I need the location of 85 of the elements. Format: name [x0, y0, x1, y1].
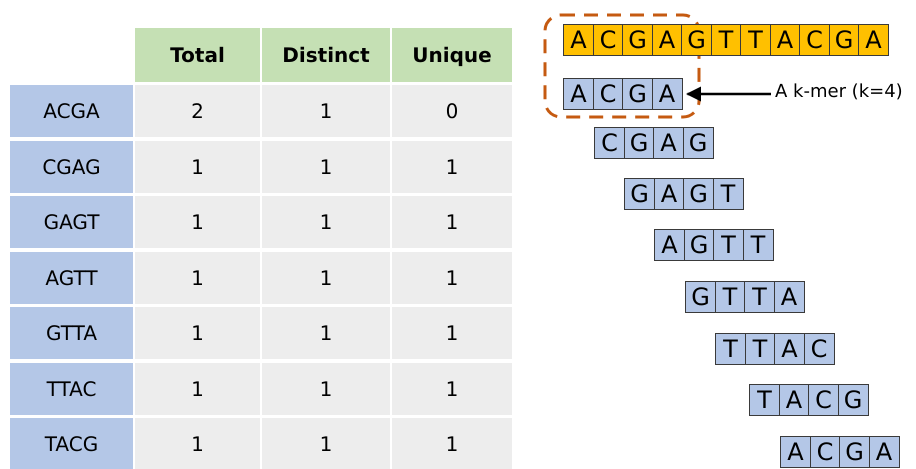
arrow: [686, 86, 771, 102]
kmer-strip: [685, 281, 804, 313]
nucleotide-cell: A: [778, 384, 810, 416]
nucleotide-cell: C: [594, 127, 625, 159]
nucleotide-cell: C: [804, 333, 834, 365]
nucleotide-cell: T: [712, 178, 744, 210]
nucleotide-cell: G: [684, 229, 714, 261]
table-cell: 2: [135, 85, 260, 137]
table-cell: 1: [262, 196, 390, 248]
nucleotide-cell: C: [592, 24, 624, 56]
nucleotide-cell: A: [770, 24, 800, 56]
nucleotide-cell: G: [683, 178, 714, 210]
nucleotide-cell: G: [622, 78, 653, 110]
row-header: TTAC: [10, 362, 133, 414]
table-cell: 1: [135, 418, 260, 469]
kmer-strip: [654, 229, 774, 261]
table-cell: 1: [392, 252, 512, 304]
table-cell: 1: [392, 418, 512, 469]
kmer-strip: [624, 178, 744, 210]
row-header: GTTA: [10, 307, 133, 359]
nucleotide-cell: T: [713, 229, 744, 261]
nucleotide-cell: G: [828, 24, 860, 56]
nucleotide-cell: A: [653, 127, 684, 159]
nucleotide-cell: G: [681, 24, 712, 56]
nucleotide-cell: G: [839, 436, 870, 468]
row-header: GAGT: [10, 196, 133, 248]
nucleotide-cell: G: [838, 384, 868, 416]
nucleotide-cell: A: [780, 436, 811, 468]
nucleotide-cell: C: [592, 78, 624, 110]
table-cell: 1: [392, 140, 512, 192]
nucleotide-cell: A: [652, 78, 682, 110]
nucleotide-cell: T: [710, 24, 742, 56]
nucleotide-cell: A: [774, 333, 805, 365]
table-cell: 1: [135, 252, 260, 304]
table-cell: 1: [262, 140, 390, 192]
nucleotide-cell: A: [652, 24, 682, 56]
nucleotide-cell: G: [685, 281, 716, 313]
nucleotide-cell: C: [808, 384, 839, 416]
kmer-strip: [715, 333, 834, 365]
sequence-strip: [563, 24, 889, 56]
table-cell: 1: [392, 362, 512, 414]
table-cell: 1: [262, 307, 390, 359]
nucleotide-cell: A: [868, 436, 900, 468]
table-cell: 1: [135, 140, 260, 192]
row-header: ACGA: [10, 85, 133, 137]
nucleotide-cell: G: [682, 127, 714, 159]
nucleotide-cell: G: [624, 127, 654, 159]
nucleotide-cell: T: [715, 333, 746, 365]
table-cell: 0: [392, 85, 512, 137]
column-header: Unique: [392, 28, 512, 82]
kmer-strip: [563, 78, 682, 110]
table-cell: 1: [135, 362, 260, 414]
nucleotide-cell: A: [858, 24, 889, 56]
nucleotide-cell: A: [654, 178, 684, 210]
kmer-strip: [749, 384, 868, 416]
row-header: TACG: [10, 418, 133, 469]
table-cell: 1: [135, 307, 260, 359]
kmer-strip: [780, 436, 900, 468]
nucleotide-cell: A: [563, 78, 594, 110]
table-cell: 1: [262, 418, 390, 469]
nucleotide-cell: G: [622, 24, 653, 56]
row-header: AGTT: [10, 252, 133, 304]
nucleotide-cell: C: [799, 24, 830, 56]
nucleotide-cell: T: [742, 229, 774, 261]
nucleotide-cell: T: [744, 281, 775, 313]
nucleotide-cell: A: [654, 229, 685, 261]
nucleotide-cell: C: [810, 436, 840, 468]
nucleotide-cell: T: [749, 384, 780, 416]
row-header: CGAG: [10, 140, 133, 192]
nucleotide-cell: A: [774, 281, 804, 313]
nucleotide-cell: T: [714, 281, 746, 313]
nucleotide-cell: A: [563, 24, 594, 56]
kmer-strip: [594, 127, 714, 159]
nucleotide-cell: T: [740, 24, 771, 56]
callout-text: A k-mer (k=4): [775, 81, 903, 102]
table-cell: 1: [392, 307, 512, 359]
nucleotide-cell: T: [744, 333, 776, 365]
table-cell: 1: [392, 196, 512, 248]
nucleotide-cell: G: [624, 178, 655, 210]
table-cell: 1: [262, 362, 390, 414]
column-header: Total: [135, 28, 260, 82]
table-cell: 1: [135, 196, 260, 248]
table-cell: 1: [262, 252, 390, 304]
column-header: Distinct: [262, 28, 390, 82]
table-cell: 1: [262, 85, 390, 137]
